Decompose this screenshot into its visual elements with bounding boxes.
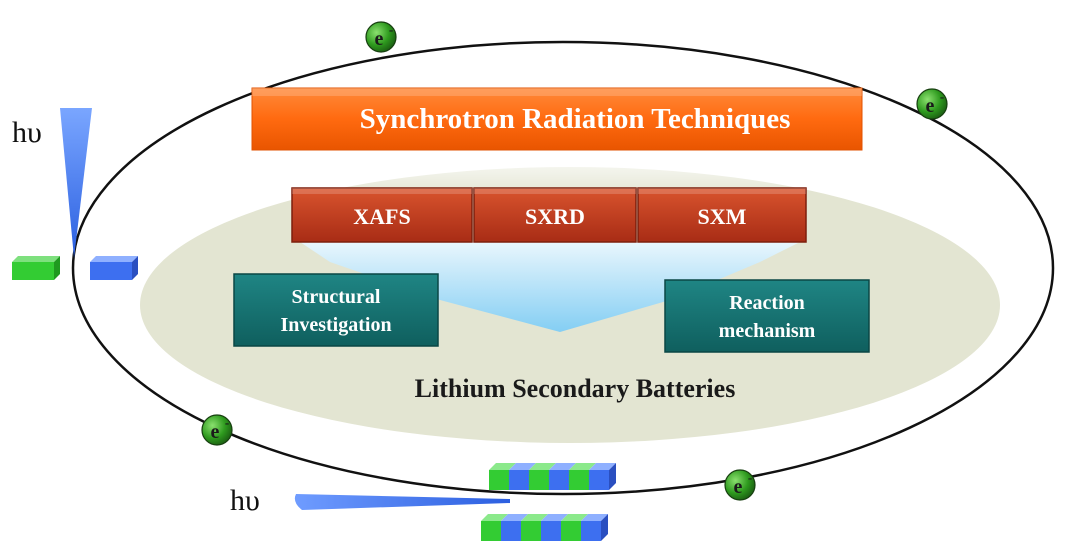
electron-label: e	[211, 421, 220, 443]
stack-layer	[541, 521, 561, 541]
reaction-mechanism-box: Reaction mechanism	[664, 279, 870, 353]
reaction-line1: Reaction	[729, 292, 805, 314]
technique-sxm: SXM	[637, 187, 807, 243]
stack-layer	[509, 470, 529, 490]
technique-sxrd: SXRD	[473, 187, 637, 243]
electron-bottom-right: e -	[724, 469, 756, 501]
electron-charge: -	[748, 470, 752, 485]
title-fan	[252, 150, 862, 188]
application-label: Lithium Secondary Batteries	[415, 374, 736, 403]
stack-layer	[581, 521, 601, 541]
structural-line2: Investigation	[280, 314, 391, 336]
photon-beam-bottom	[294, 494, 510, 510]
stack-side	[609, 463, 616, 490]
technique-sxrd-label: SXRD	[525, 204, 585, 229]
stack-layer	[569, 470, 589, 490]
stack-layer	[481, 521, 501, 541]
technique-sxm-label: SXM	[698, 204, 747, 229]
stack-layer	[561, 521, 581, 541]
stack-layer	[501, 521, 521, 541]
title-text: Synchrotron Radiation Techniques	[360, 103, 791, 135]
storage-ring	[71, 40, 1055, 496]
stack-layer	[589, 470, 609, 490]
stack-layer-top	[521, 514, 548, 521]
reaction-line2: mechanism	[719, 320, 816, 342]
stack-layer-top	[529, 463, 556, 470]
electron-left: e -	[201, 414, 233, 446]
structural-line1: Structural	[292, 286, 381, 308]
electron-label: e	[734, 476, 743, 498]
electron-top: e -	[365, 21, 397, 53]
electron-charge: -	[225, 415, 229, 430]
sample-block-blue-left	[90, 256, 138, 280]
stack-layer-top	[581, 514, 608, 521]
multilayer-stack-top	[489, 463, 616, 490]
structural-investigation-box: Structural Investigation	[233, 273, 439, 347]
title-bar: Synchrotron Radiation Techniques	[251, 87, 863, 151]
stack-layer-top	[509, 463, 536, 470]
stack-layer-top	[489, 463, 516, 470]
stack-layer	[521, 521, 541, 541]
stack-layer-top	[481, 514, 508, 521]
technique-xafs: XAFS	[291, 187, 473, 243]
stack-side	[601, 514, 608, 541]
stack-layer-top	[561, 514, 588, 521]
electron-charge: -	[940, 89, 944, 104]
stack-layer-top	[569, 463, 596, 470]
electron-label: e	[926, 95, 935, 117]
technique-funnel	[300, 242, 800, 332]
photon-label-bottom: hυ	[230, 484, 260, 517]
stack-layer	[549, 470, 569, 490]
electron-right: e -	[916, 88, 948, 120]
electron-label: e	[375, 28, 384, 50]
electron-charge: -	[389, 22, 393, 37]
stack-layer-top	[501, 514, 528, 521]
stack-layer-top	[541, 514, 568, 521]
photon-beam-left	[60, 108, 92, 258]
photon-label-left: hυ	[12, 116, 42, 149]
multilayer-stack-bottom	[481, 514, 608, 541]
stack-layer-top	[549, 463, 576, 470]
stack-layer	[489, 470, 509, 490]
technique-xafs-label: XAFS	[353, 204, 410, 229]
stack-layer-top	[589, 463, 616, 470]
sample-block-green-left	[12, 256, 60, 280]
stack-layer	[529, 470, 549, 490]
